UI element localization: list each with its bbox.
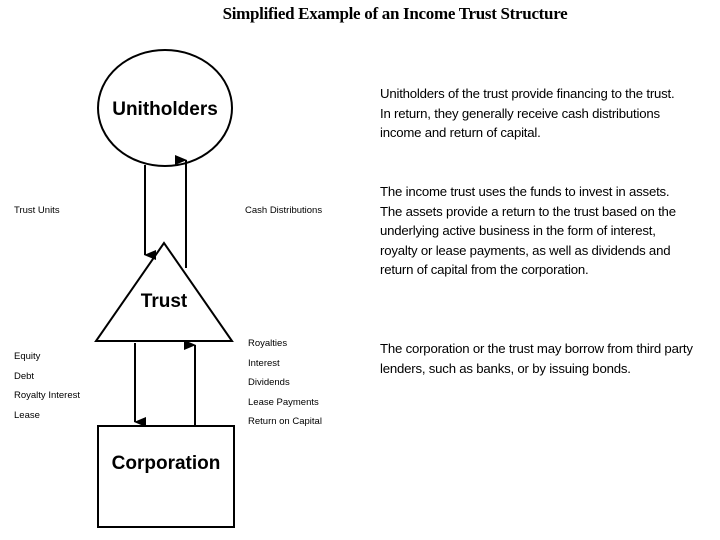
right-flow-list: Royalties Interest Dividends Lease Payme… <box>248 334 322 432</box>
paragraph-line: The income trust uses the funds to inves… <box>380 184 670 199</box>
corporation-label: Corporation <box>112 453 221 474</box>
paragraph-borrowing: The corporation or the trust may borrow … <box>380 339 710 378</box>
paragraph-line: lenders, such as banks, or by issuing bo… <box>380 360 631 376</box>
trust-node <box>94 241 234 342</box>
corporation-node <box>97 425 235 528</box>
paragraph-assets: The income trust uses the funds to inves… <box>380 182 710 280</box>
trust-units-label: Trust Units <box>14 205 60 216</box>
left-flow-item: Royalty Interest <box>14 390 80 401</box>
left-flow-item: Equity <box>14 351 41 362</box>
right-flow-item: Lease Payments <box>248 396 319 408</box>
unitholders-node <box>97 49 233 167</box>
paragraph-line: Unitholders of the trust provide financi… <box>380 86 675 101</box>
left-flow-item: Debt <box>14 370 35 382</box>
cash-distributions-label: Cash Distributions <box>245 205 323 216</box>
right-flow-item: Return on Capital <box>248 416 322 427</box>
paragraph-line: income and return of capital. <box>380 125 541 140</box>
paragraph-line: In return, they generally receive cash d… <box>380 105 660 121</box>
paragraph-financing: Unitholders of the trust provide financi… <box>380 84 710 143</box>
paragraph-line: royalty or lease payments, as well as di… <box>380 242 671 258</box>
left-flow-item: Lease <box>14 409 40 421</box>
paragraph-line: underlying active business in the form o… <box>380 223 656 238</box>
right-flow-item: Royalties <box>248 338 288 349</box>
paragraph-line: return of capital from the corporation. <box>380 262 589 277</box>
unitholders-label: Unitholders <box>112 99 218 120</box>
left-flow-list: Equity Debt Royalty Interest Lease <box>14 347 80 425</box>
trust-label: Trust <box>141 291 188 312</box>
paragraph-line: The corporation or the trust may borrow … <box>380 341 693 356</box>
right-flow-item: Dividends <box>248 377 290 388</box>
diagram-title: Simplified Example of an Income Trust St… <box>222 4 568 23</box>
right-flow-item: Interest <box>248 357 280 369</box>
paragraph-line: The assets provide a return to the trust… <box>380 203 676 219</box>
